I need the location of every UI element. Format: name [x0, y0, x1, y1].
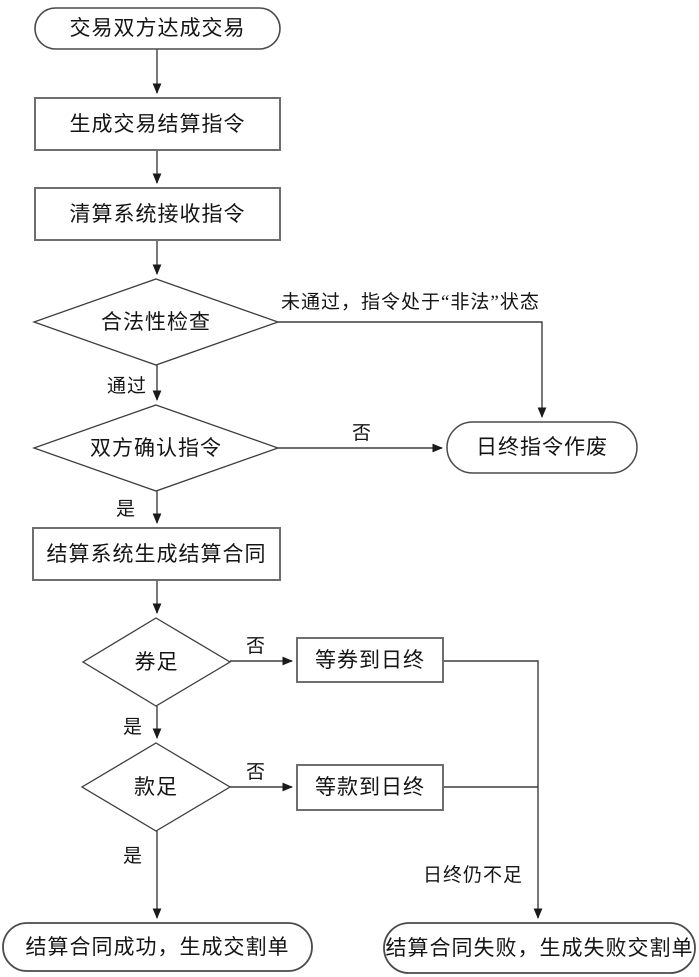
- node-wait-securities: [296, 637, 444, 683]
- edge-waitsec-to-fail: [443, 660, 543, 919]
- node-securities-sufficient: [81, 617, 232, 707]
- node-gen-instruction: [34, 97, 281, 151]
- node-wait-funds: [296, 764, 444, 811]
- node-eod-void: [446, 421, 638, 474]
- node-contract-success: [2, 922, 313, 972]
- node-contract-fail: [383, 922, 696, 974]
- node-start: [34, 7, 281, 50]
- node-funds-sufficient: [80, 742, 232, 832]
- node-confirm-instruction: [32, 404, 280, 492]
- node-legality-check: [32, 278, 280, 366]
- node-clearing-receive: [34, 187, 281, 241]
- node-gen-contract: [32, 527, 281, 581]
- edge-legality-notpassed-to-eodvoid: [278, 321, 547, 418]
